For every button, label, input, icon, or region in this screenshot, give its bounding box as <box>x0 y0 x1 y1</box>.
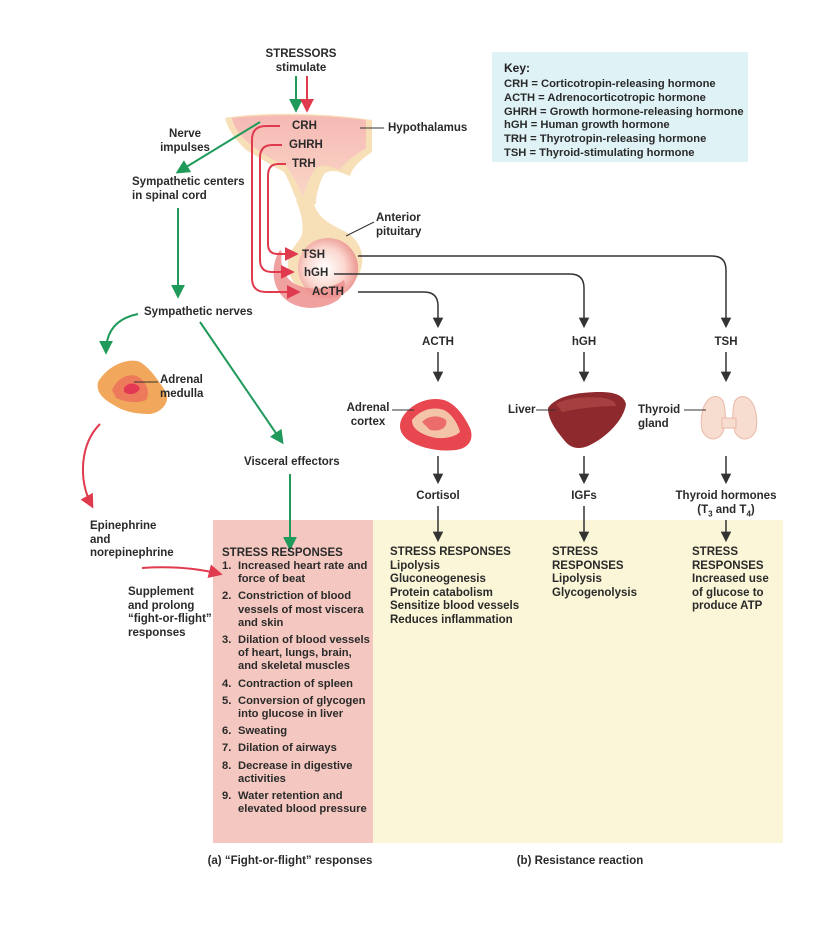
key-box: Key: CRH = Corticotropin-releasing hormo… <box>492 52 748 162</box>
visceral-effectors-label: Visceral effectors <box>244 456 340 468</box>
list-item: 4.Contraction of spleen <box>222 677 353 690</box>
igfs-label: IGFs <box>571 490 597 502</box>
list-item: 1.Increased heart rate and force of beat <box>222 560 368 586</box>
tsh-responses: STRESS RESPONSES Increased use of glucos… <box>692 546 769 612</box>
epinephrine-supplement-arrow <box>141 564 223 579</box>
hormone-acth: ACTH <box>312 286 344 298</box>
tsh-output-line <box>358 255 732 329</box>
pituitary-shape <box>273 200 363 308</box>
resistance-reaction-panel <box>373 520 783 843</box>
adrenal-cortex-label: Adrenal cortex <box>346 402 390 428</box>
hypothalamus-label: Hypothalamus <box>388 122 468 134</box>
key-item: CRH = Corticotropin-releasing hormone <box>504 78 716 90</box>
list-item: 3.Dilation of blood vessels of heart, lu… <box>222 634 370 673</box>
caption-fight-or-flight: (a) “Fight-or-flight” responses <box>207 855 373 867</box>
list-item: 9.Water retention and elevated blood pre… <box>222 790 367 816</box>
adrenal-cortex-illustration <box>400 398 472 451</box>
to-visceral-effectors-arrow <box>199 321 284 445</box>
hormone-trh: TRH <box>292 158 316 170</box>
thyroid-gland-label: Thyroid gland <box>638 404 681 430</box>
key-item: hGH = Human growth hormone <box>504 119 670 132</box>
acth-column-label: ACTH <box>422 336 454 348</box>
fight-or-flight-panel <box>213 520 373 843</box>
hgh-responses: STRESS RESPONSES Lipolysis Glycogenolysi… <box>552 546 638 599</box>
hormone-hgh: hGH <box>304 267 329 279</box>
list-item: 2.Constriction of blood vessels of most … <box>222 590 364 629</box>
trh-to-tsh-arrow <box>267 163 299 261</box>
pituitary-label: Anterior pituitary <box>376 212 422 238</box>
ghrh-to-hgh-arrow <box>259 144 295 279</box>
list-item: 5.Conversion of glycogen into glucose in… <box>222 694 366 721</box>
key-item: GHRH = Growth hormone-releasing hormone <box>504 105 744 118</box>
stressors-label: STRESSORS stimulate <box>256 48 346 75</box>
stressors-stimulate: stimulate <box>275 61 327 74</box>
hormone-tsh: TSH <box>302 249 325 261</box>
list-item: 7.Dilation of airways <box>222 742 337 755</box>
key-item: TSH = Thyroid-stimulating hormone <box>504 146 695 159</box>
acth-responses: STRESS RESPONSES Lipolysis Gluconeogenes… <box>390 546 520 626</box>
supplement-label: Supplement and prolong “fight-or-flight”… <box>128 586 212 639</box>
pituitary-leader <box>345 221 375 237</box>
hormone-ghrh: GHRH <box>289 139 323 151</box>
epinephrine-label: Epinephrine and norepinephrine <box>90 520 174 559</box>
key-title: Key: <box>504 61 531 75</box>
sympathetic-nerves-label: Sympathetic nerves <box>144 306 253 318</box>
caption-resistance-reaction: (b) Resistance reaction <box>516 855 644 867</box>
sympathetic-centers-label: Sympathetic centers in spinal cord <box>132 176 245 202</box>
key-item: TRH = Thyrotropin-releasing hormone <box>504 133 707 146</box>
stressors-title: STRESSORS <box>265 48 337 60</box>
tsh-column-label: TSH <box>714 336 738 348</box>
hgh-output-line <box>334 273 590 329</box>
acth-output-line <box>358 291 444 329</box>
key-item: ACTH = Adrenocorticotropic hormone <box>504 91 706 104</box>
liver-illustration <box>548 392 626 448</box>
hypothalamus-shape <box>225 113 372 206</box>
nerve-impulses-label: Nerve impulses <box>160 128 210 154</box>
cortisol-label: Cortisol <box>416 490 460 502</box>
nerve-impulse-arrow <box>175 121 261 174</box>
list-item: 6.Sweating <box>222 725 288 738</box>
liver-label: Liver <box>508 404 536 416</box>
list-item: 8.Decrease in digestive activities <box>222 759 353 785</box>
thyroid-hormones-label: Thyroid hormones (T3 and T4) <box>675 490 777 518</box>
crh-to-acth-arrow <box>251 125 301 299</box>
hormone-crh: CRH <box>292 120 317 132</box>
thyroid-illustration <box>700 396 758 440</box>
to-epinephrine-arrow <box>80 423 101 509</box>
fight-flight-title: STRESS RESPONSES <box>222 547 343 559</box>
adrenal-medulla-label: Adrenal medulla <box>160 374 204 400</box>
fight-flight-list: 1.Increased heart rate and force of beat… <box>222 560 372 820</box>
hgh-column-label: hGH <box>571 336 597 348</box>
adrenal-gland-illustration <box>97 360 168 414</box>
to-adrenal-medulla-arrow <box>99 313 139 355</box>
